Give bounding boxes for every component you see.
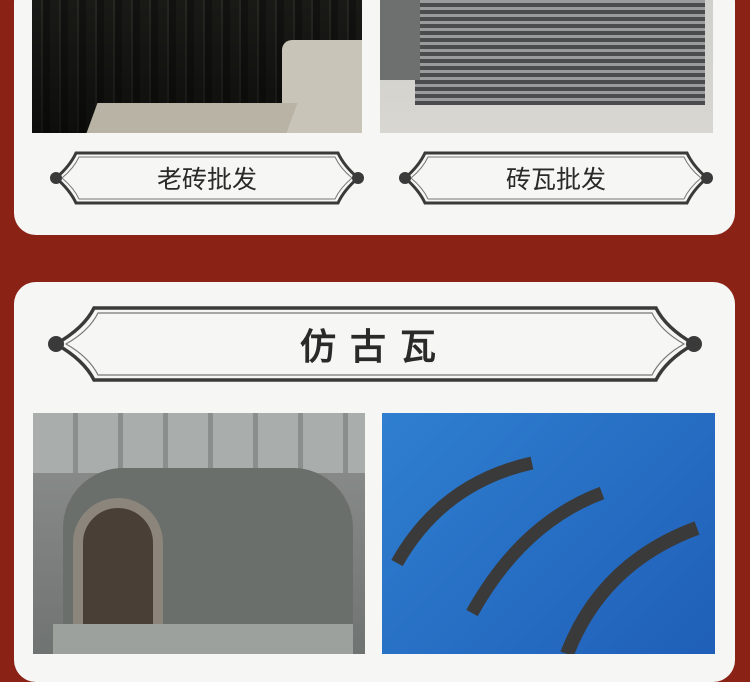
label-text: 砖瓦批发	[505, 165, 606, 194]
old-bricks-photo[interactable]	[32, 0, 362, 133]
tile-stack	[380, 0, 420, 80]
tarp	[86, 103, 298, 133]
ornate-frame-icon	[50, 151, 364, 205]
roof-tiles-photo[interactable]	[380, 0, 713, 133]
section-title-banner: 仿古瓦	[44, 303, 706, 385]
curved-tiles-photo[interactable]	[382, 413, 715, 654]
section-title: 仿古瓦	[299, 327, 450, 368]
tile-opening	[73, 498, 163, 638]
tarp	[282, 40, 362, 133]
label-text: 老砖批发	[156, 165, 257, 194]
curved-tiles	[391, 456, 700, 654]
ridge-tile-photo[interactable]	[33, 413, 365, 654]
tile-row	[33, 413, 365, 473]
tile-row	[53, 624, 353, 654]
ornate-frame-icon	[399, 151, 713, 205]
tile-stack	[415, 0, 705, 105]
ridge-tile	[63, 468, 353, 643]
ornate-frame-icon	[48, 306, 702, 382]
label-old-bricks[interactable]: 老砖批发	[48, 148, 366, 208]
label-tiles[interactable]: 砖瓦批发	[397, 148, 715, 208]
